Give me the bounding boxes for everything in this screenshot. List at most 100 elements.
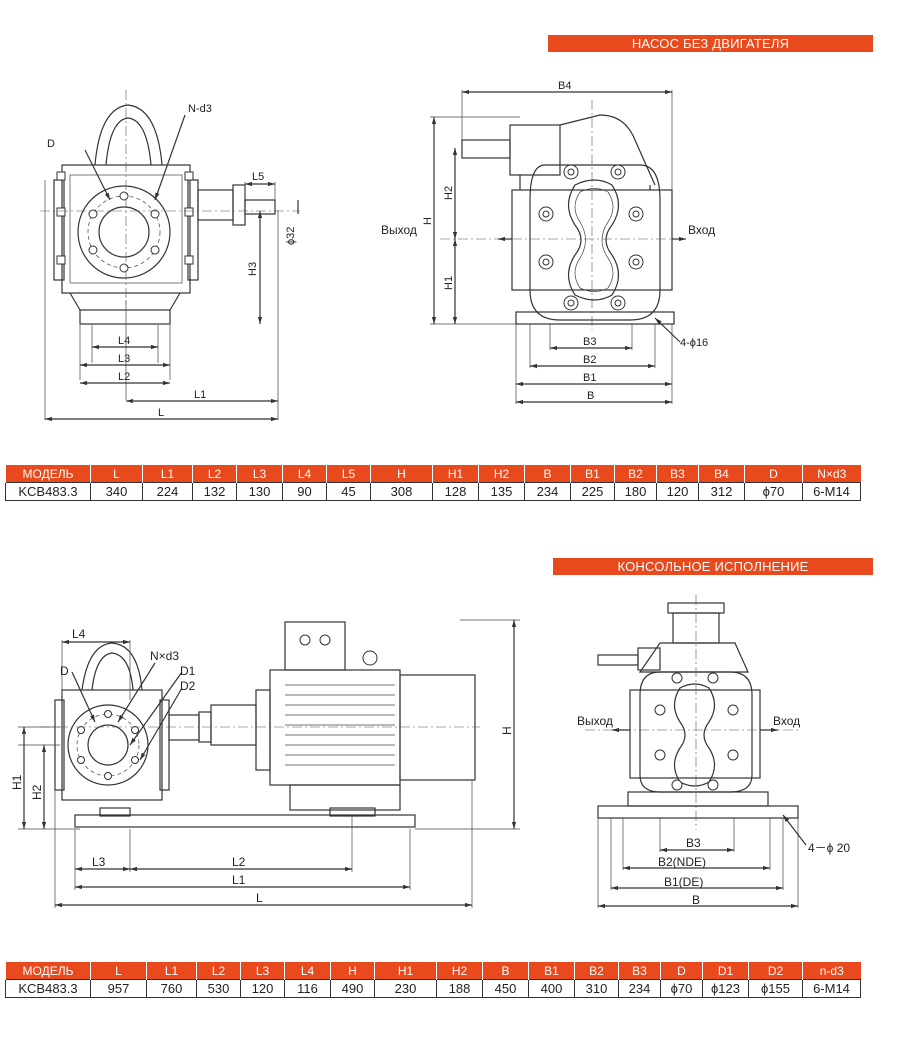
table-cell: 400 — [528, 979, 575, 998]
column-header: N×d3 — [802, 465, 861, 483]
column-header: B2 — [614, 465, 657, 483]
column-header: МОДЕЛЬ — [5, 465, 91, 483]
table-cell: 957 — [90, 979, 147, 998]
label-b1: B1 — [583, 372, 596, 384]
column-header: H2 — [478, 465, 525, 483]
column-header: H — [370, 465, 433, 483]
column-header: B1 — [528, 962, 575, 980]
column-header: D1 — [702, 962, 749, 980]
pump-front-view: B4 H H2 H1 Выход Вход 4-ϕ16 B3 B2 B1 B — [381, 80, 715, 405]
column-header: H — [330, 962, 375, 980]
column-header: B3 — [618, 962, 661, 980]
table-cell: ϕ123 — [702, 979, 749, 998]
label-d: D — [60, 664, 69, 678]
label-l4: L4 — [72, 627, 86, 641]
label-h: H — [422, 217, 434, 225]
column-header: H1 — [374, 962, 437, 980]
pump-motor-side-view: L4 D N×d3 D1 D2 H1 H2 H L3 L2 L1 L — [10, 619, 520, 908]
table-cell: 340 — [90, 482, 143, 501]
table-cell: 120 — [656, 482, 699, 501]
table-cell: 490 — [330, 979, 375, 998]
label-d: D — [47, 138, 55, 150]
table-cell: 312 — [698, 482, 745, 501]
label-b: B — [587, 390, 594, 402]
section-banner-console-version: КОНСОЛЬНОЕ ИСПОЛНЕНИЕ — [553, 558, 873, 575]
label-h: H — [500, 726, 514, 735]
column-header: L3 — [236, 465, 283, 483]
label-l3: L3 — [92, 855, 106, 869]
label-holes: 4－ϕ 20 — [808, 841, 850, 855]
label-inlet: Вход — [688, 223, 715, 237]
column-header: B2 — [574, 962, 619, 980]
table-cell: KCB483.3 — [5, 979, 91, 998]
column-header: D2 — [748, 962, 803, 980]
column-header: B3 — [656, 465, 699, 483]
label-h1: H1 — [10, 774, 24, 790]
label-b2: B2(NDE) — [658, 855, 706, 869]
label-l1: L1 — [194, 389, 206, 401]
table-cell: 132 — [192, 482, 237, 501]
table-cell: 116 — [284, 979, 331, 998]
column-header: D — [660, 962, 703, 980]
label-b: B — [692, 893, 700, 907]
label-b2: B2 — [583, 354, 596, 366]
table-cell: 450 — [482, 979, 529, 998]
column-header: L1 — [142, 465, 193, 483]
table-cell: 308 — [370, 482, 433, 501]
label-outlet: Выход — [381, 223, 417, 237]
label-phi32: ϕ32 — [285, 227, 297, 245]
table-cell: 310 — [574, 979, 619, 998]
column-header: L4 — [284, 962, 331, 980]
label-h3: H3 — [247, 262, 259, 276]
table-cell: 234 — [524, 482, 571, 501]
label-d1: D1 — [180, 664, 196, 678]
column-header: МОДЕЛЬ — [5, 962, 91, 980]
column-header: L3 — [240, 962, 285, 980]
table-cell: 128 — [432, 482, 479, 501]
column-header: n-d3 — [802, 962, 861, 980]
label-b4: B4 — [558, 80, 571, 92]
column-header: L5 — [326, 465, 371, 483]
table-cell: 130 — [236, 482, 283, 501]
label-outlet: Выход — [577, 714, 613, 728]
table-cell: 135 — [478, 482, 525, 501]
table-cell: KCB483.3 — [5, 482, 91, 501]
table-cell: 224 — [142, 482, 193, 501]
label-l3: L3 — [118, 353, 130, 365]
console-front-view: Выход Вход 4－ϕ 20 B3 B2(NDE) B1(DE) B — [577, 595, 850, 909]
label-l4: L4 — [118, 335, 130, 347]
section-banner-pump-without-motor: НАСОС БЕЗ ДВИГАТЕЛЯ — [548, 35, 873, 52]
label-l2: L2 — [118, 371, 130, 383]
table-cell: ϕ70 — [660, 979, 703, 998]
label-l5: L5 — [252, 171, 264, 183]
table-cell: 90 — [282, 482, 327, 501]
label-l2: L2 — [232, 855, 246, 869]
table-cell: ϕ155 — [748, 979, 803, 998]
label-l1: L1 — [232, 873, 246, 887]
label-h2: H2 — [443, 186, 455, 200]
column-header: H1 — [432, 465, 479, 483]
label-d2: D2 — [180, 679, 196, 693]
table-cell: 234 — [618, 979, 661, 998]
label-b3: B3 — [583, 336, 596, 348]
label-h2: H2 — [30, 784, 44, 800]
label-l: L — [158, 407, 164, 419]
table-cell: ϕ70 — [744, 482, 803, 501]
label-inlet: Вход — [773, 714, 800, 728]
column-header: B — [482, 962, 529, 980]
label-n-d3: N×d3 — [150, 649, 179, 663]
table-cell: 230 — [374, 979, 437, 998]
column-header: B4 — [698, 465, 745, 483]
column-header: B1 — [570, 465, 615, 483]
label-n-d3: N-d3 — [188, 103, 212, 115]
table-cell: 225 — [570, 482, 615, 501]
